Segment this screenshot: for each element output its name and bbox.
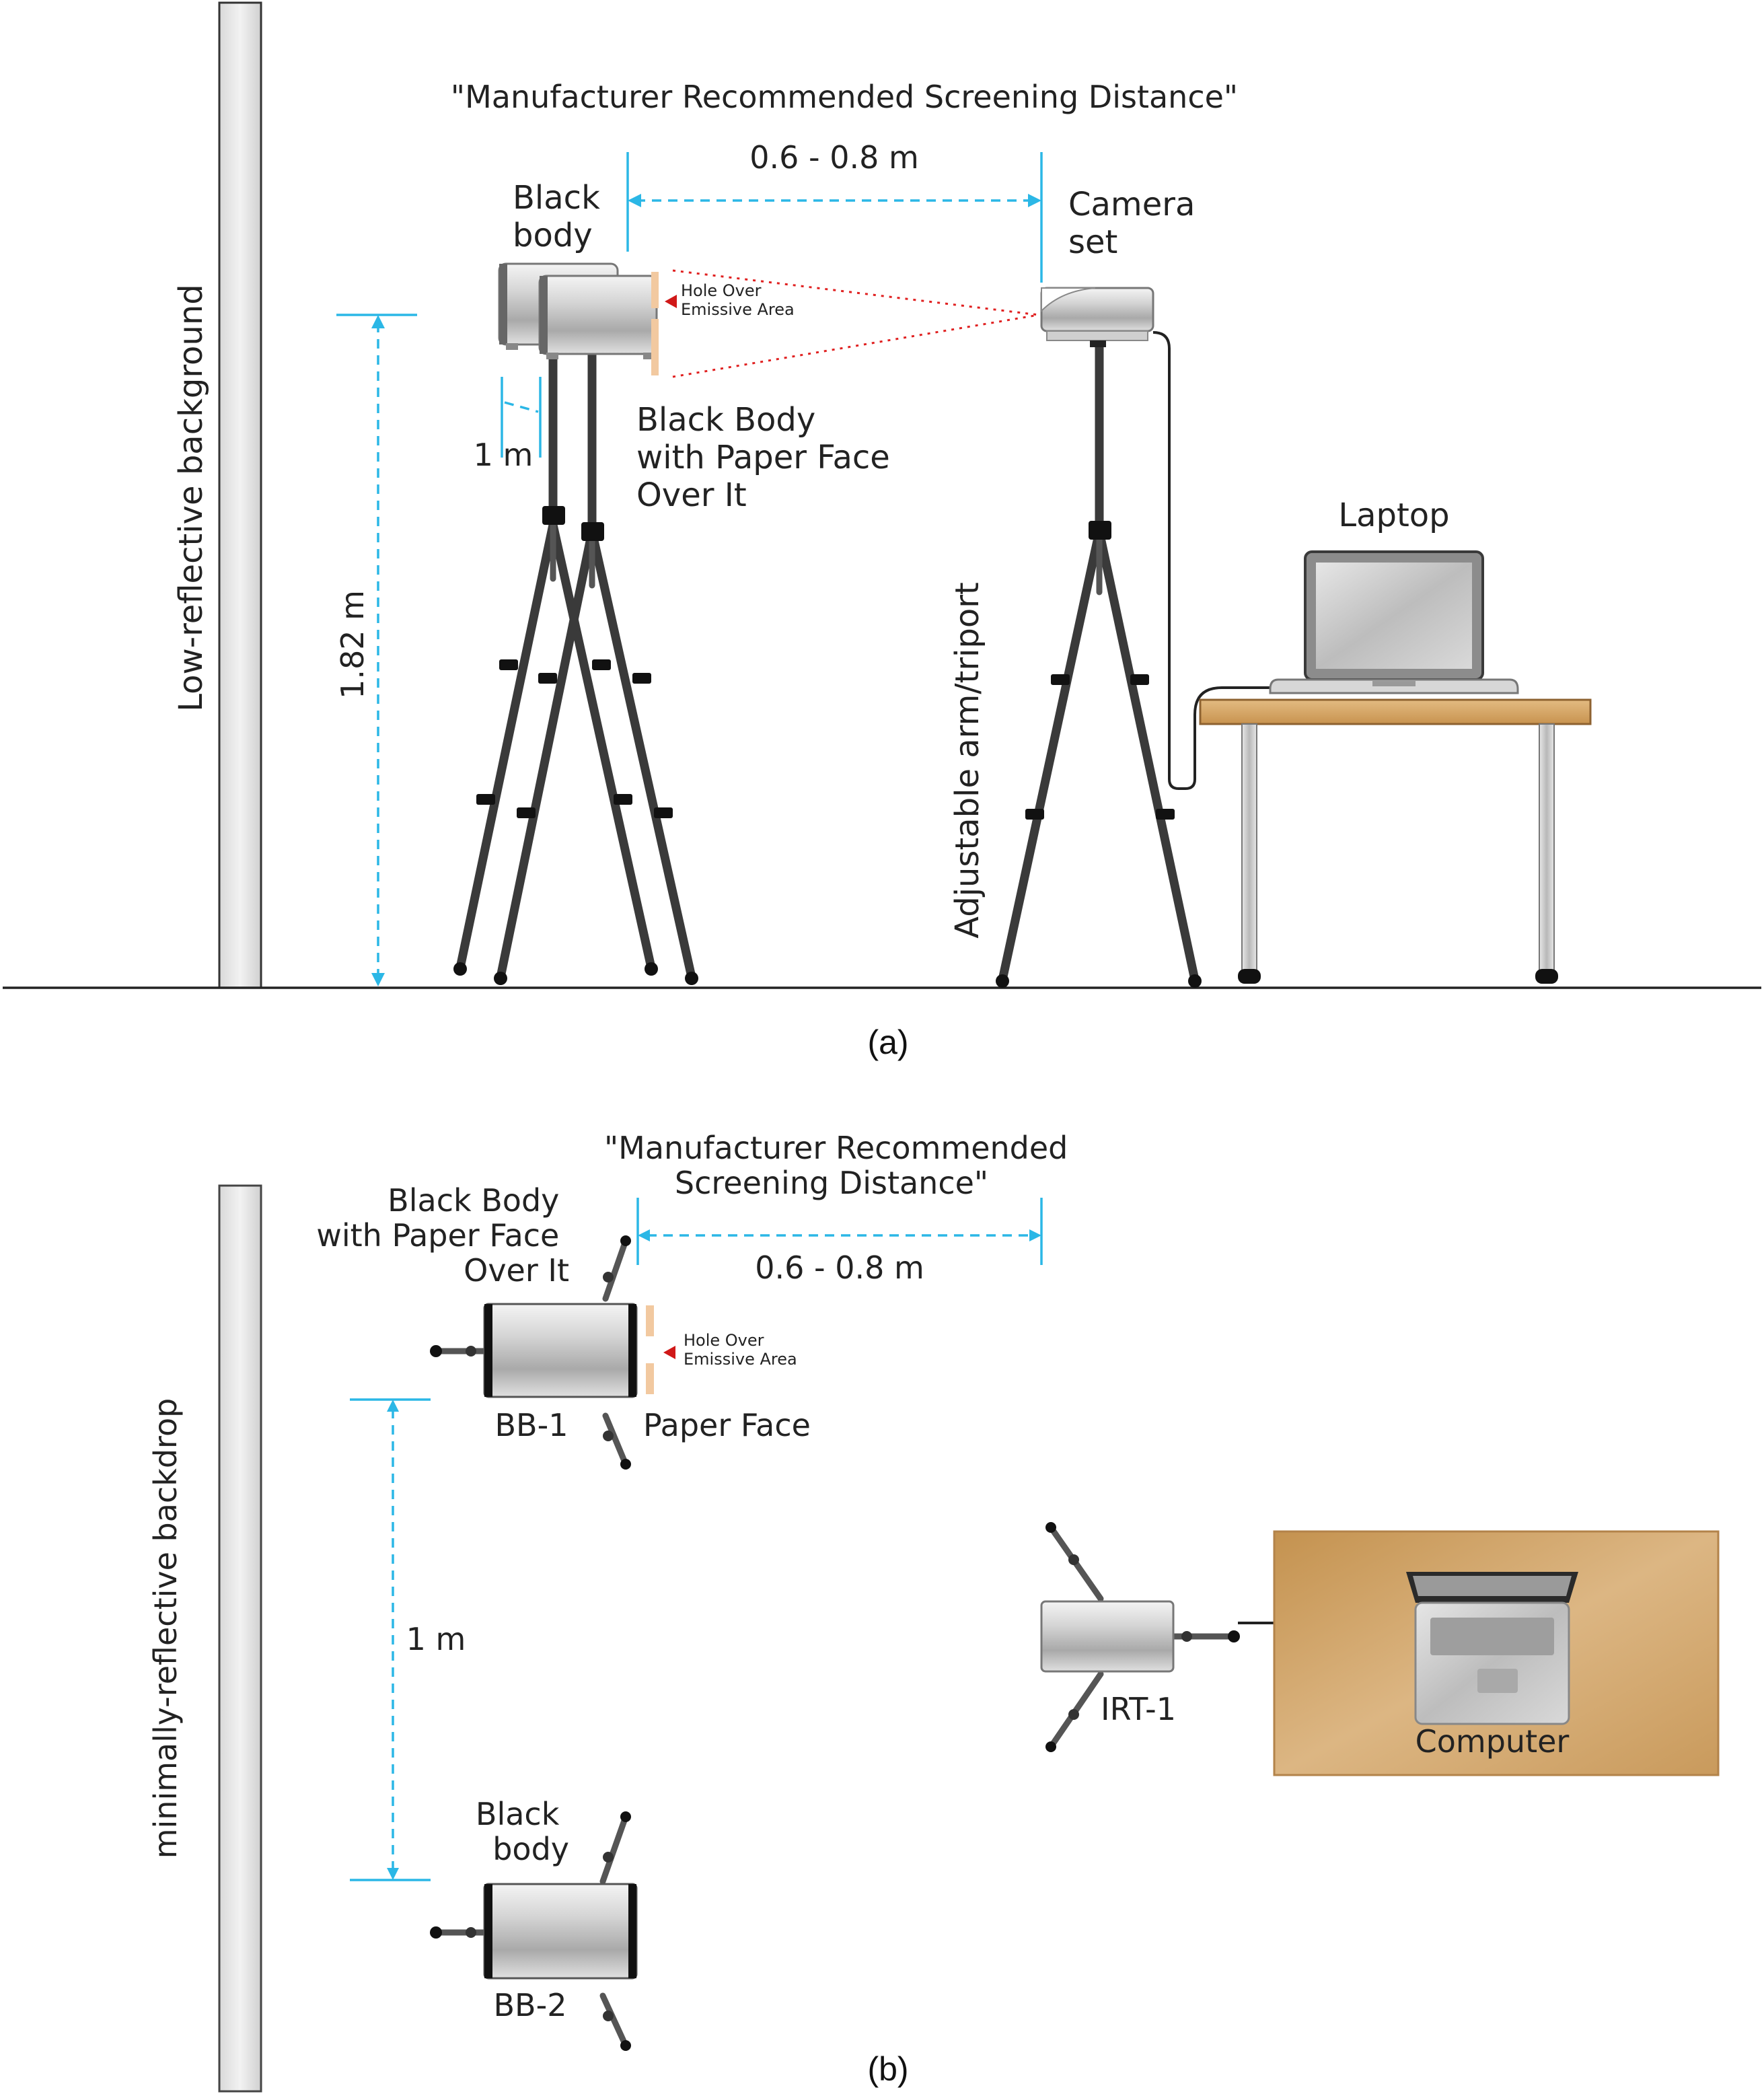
distance-value-b: 0.6 - 0.8 m [755, 1250, 924, 1286]
backdrop-wall [218, 1184, 262, 2093]
camera-cable [1152, 331, 1383, 790]
computer-icon [1406, 1572, 1578, 1725]
arrow-right-icon-b [1029, 1229, 1041, 1241]
paper-face-b-upper [646, 1305, 654, 1336]
caption-b: (b) [867, 2050, 908, 2088]
screening-distance-title: "Manufacturer Recommended Screening Dist… [451, 79, 1238, 115]
blackbody-label: Black body [513, 179, 610, 254]
paperface-label-b: Black Body with Paper Face Over It [316, 1182, 569, 1289]
bb1-blackbody [430, 1235, 638, 1470]
arrow-left-icon-b [638, 1229, 650, 1241]
computer-label: Computer [1416, 1723, 1570, 1760]
arrow-right-icon [1028, 194, 1041, 207]
spacing-value: 1 m [474, 437, 534, 473]
paper-face-lower [651, 319, 659, 375]
irt1-camera [1040, 1522, 1240, 1752]
blackbody-label-b: Black body [476, 1796, 569, 1867]
paper-face-label: Paper Face [643, 1407, 811, 1443]
background-wall [218, 1, 262, 989]
sight-line-lower [672, 314, 1039, 378]
hole-label: Hole Over Emissive Area [681, 281, 795, 319]
paper-face [651, 272, 659, 308]
irt1-label: IRT-1 [1101, 1691, 1176, 1727]
arrow-down-icon-b [387, 1868, 399, 1880]
background-label: Low-reflective background [172, 284, 210, 711]
backdrop-label: minimally-reflective backdrop [147, 1398, 184, 1859]
paper-face-b-lower [646, 1363, 654, 1394]
laptop-icon [1269, 550, 1519, 694]
screening-distance-title-b: "Manufacturer Recommended Screening Dist… [604, 1130, 1078, 1201]
sight-line-upper [672, 269, 1039, 316]
bb2-label: BB-2 [494, 1987, 567, 2023]
camera-set [996, 287, 1202, 988]
panel-b: minimally-reflective backdrop "Manufactu… [147, 1130, 1720, 2093]
height-value: 1.82 m [334, 590, 371, 699]
spacing-value-b: 1 m [406, 1621, 466, 1657]
blackbody-front [494, 275, 698, 985]
tripod-label: Adjustable arm/triport [949, 582, 986, 939]
distance-value: 0.6 - 0.8 m [749, 139, 919, 176]
panel-a: "Manufacturer Recommended Screening Dist… [3, 1, 1761, 1061]
arrow-down-icon [371, 973, 385, 986]
caption-a: (a) [867, 1023, 908, 1061]
camera-set-label: Camera set [1068, 186, 1206, 261]
blackbody-rear [453, 262, 658, 976]
hole-pointer-icon [665, 295, 677, 308]
bb1-label: BB-1 [495, 1407, 568, 1443]
arrow-left-icon [628, 194, 641, 207]
laptop-label: Laptop [1338, 497, 1449, 534]
paperface-label: Black Body with Paper Face Over It [636, 401, 900, 514]
spacing-dimension-line [504, 401, 539, 413]
hole-label-b: Hole Over Emissive Area [684, 1331, 797, 1369]
laptop-table [1199, 698, 1592, 984]
bb2-blackbody [430, 1811, 638, 2051]
hole-pointer-icon-b [663, 1346, 675, 1359]
arrow-up-icon-b [387, 1400, 399, 1412]
arrow-up-icon [371, 315, 385, 328]
